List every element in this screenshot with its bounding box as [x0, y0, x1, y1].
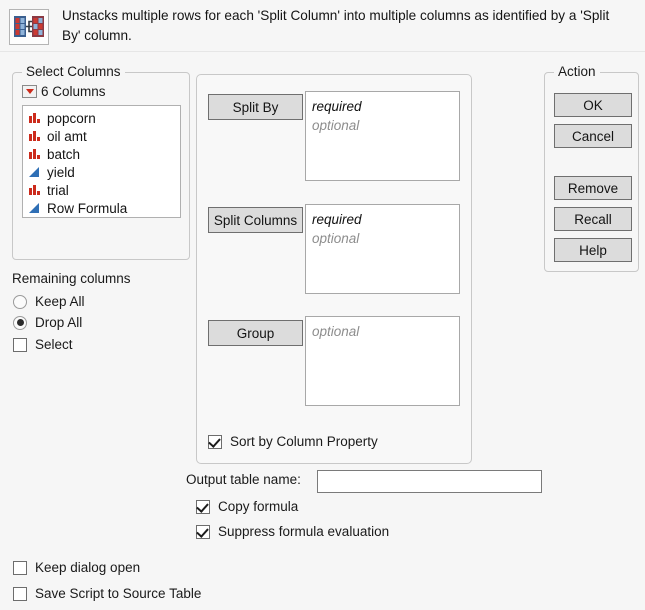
cancel-button[interactable]: Cancel	[554, 124, 632, 148]
split-by-button[interactable]: Split By	[208, 94, 303, 120]
action-group: Action OK Cancel Remove Recall Help	[544, 64, 639, 272]
checkbox-save-script-to-source-table[interactable]: Save Script to Source Table	[13, 586, 201, 601]
checkbox-sort-by-column-property[interactable]: Sort by Column Property	[208, 434, 378, 449]
split-columns-dropzone[interactable]: required optional	[305, 204, 460, 294]
save-script-to-source-table-label: Save Script to Source Table	[35, 586, 202, 601]
split-table-icon	[9, 9, 49, 45]
group-dropzone[interactable]: optional	[305, 316, 460, 406]
radio-keep-all[interactable]: Keep All	[13, 294, 85, 309]
checkbox-icon[interactable]	[13, 560, 27, 575]
radio-icon[interactable]	[13, 315, 27, 330]
help-button[interactable]: Help	[554, 238, 632, 262]
radio-drop-all[interactable]: Drop All	[13, 315, 82, 330]
recall-button[interactable]: Recall	[554, 207, 632, 231]
bar-chart-icon	[29, 149, 40, 159]
triangle-icon	[29, 203, 39, 213]
checkbox-icon[interactable]	[13, 586, 27, 601]
triangle-icon	[29, 167, 39, 177]
copy-formula-label: Copy formula	[218, 499, 299, 514]
select-columns-title: Select Columns	[22, 64, 125, 79]
split-columns-optional-text: optional	[312, 231, 360, 246]
roles-panel: Split By required optional Split Columns…	[196, 74, 472, 464]
column-list[interactable]: popcorn oil amt batch	[22, 105, 181, 218]
checkbox-icon[interactable]	[13, 337, 27, 352]
checkbox-select-label: Select	[35, 337, 73, 352]
list-item[interactable]: popcorn	[23, 109, 180, 127]
ok-button[interactable]: OK	[554, 93, 632, 117]
checkbox-keep-dialog-open[interactable]: Keep dialog open	[13, 560, 140, 575]
checkbox-icon[interactable]	[196, 524, 210, 539]
split-by-optional-text: optional	[312, 118, 360, 133]
sort-by-column-property-label: Sort by Column Property	[230, 434, 378, 449]
checkbox-icon[interactable]	[196, 499, 210, 514]
column-count-label: 6 Columns	[41, 84, 106, 99]
checkbox-icon[interactable]	[208, 434, 222, 449]
list-item[interactable]: yield	[23, 163, 180, 181]
radio-drop-all-label: Drop All	[35, 315, 83, 330]
column-name: Row Formula	[47, 200, 128, 216]
group-optional-text: optional	[312, 324, 360, 339]
dialog-description: Unstacks multiple rows for each 'Split C…	[62, 8, 610, 43]
output-table-name-label: Output table name:	[186, 472, 301, 487]
bar-chart-icon	[29, 131, 40, 141]
group-button[interactable]: Group	[208, 320, 303, 346]
column-name: trial	[47, 182, 69, 198]
list-item[interactable]: oil amt	[23, 127, 180, 145]
red-triangle-icon[interactable]	[22, 85, 37, 98]
split-by-dropzone[interactable]: required optional	[305, 91, 460, 181]
dialog-header: Unstacks multiple rows for each 'Split C…	[0, 0, 645, 52]
list-item[interactable]: Row Formula	[23, 199, 180, 217]
split-table-icon-glyph	[14, 16, 44, 37]
checkbox-suppress-formula-evaluation[interactable]: Suppress formula evaluation	[196, 524, 389, 539]
list-item[interactable]: trial	[23, 181, 180, 199]
split-by-required-text: required	[312, 99, 362, 114]
column-name: popcorn	[47, 110, 96, 126]
bar-chart-icon	[29, 113, 40, 123]
remaining-columns-title: Remaining columns	[12, 271, 131, 286]
select-columns-group: Select Columns 6 Columns popcorn	[12, 64, 190, 260]
column-name: oil amt	[47, 128, 87, 144]
radio-icon[interactable]	[13, 294, 27, 309]
output-table-name-input[interactable]	[318, 471, 541, 492]
remove-button[interactable]: Remove	[554, 176, 632, 200]
bar-chart-icon	[29, 185, 40, 195]
list-item[interactable]: batch	[23, 145, 180, 163]
column-name: yield	[47, 164, 75, 180]
checkbox-copy-formula[interactable]: Copy formula	[196, 499, 298, 514]
column-name: batch	[47, 146, 81, 162]
split-columns-button[interactable]: Split Columns	[208, 207, 303, 233]
radio-keep-all-label: Keep All	[35, 294, 85, 309]
column-count-row[interactable]: 6 Columns	[22, 84, 106, 99]
checkbox-select[interactable]: Select	[13, 337, 73, 352]
header-divider	[0, 51, 645, 52]
suppress-formula-evaluation-label: Suppress formula evaluation	[218, 524, 390, 539]
action-title: Action	[554, 64, 600, 79]
output-table-name-field[interactable]	[317, 470, 542, 493]
keep-dialog-open-label: Keep dialog open	[35, 560, 141, 575]
split-columns-required-text: required	[312, 212, 362, 227]
